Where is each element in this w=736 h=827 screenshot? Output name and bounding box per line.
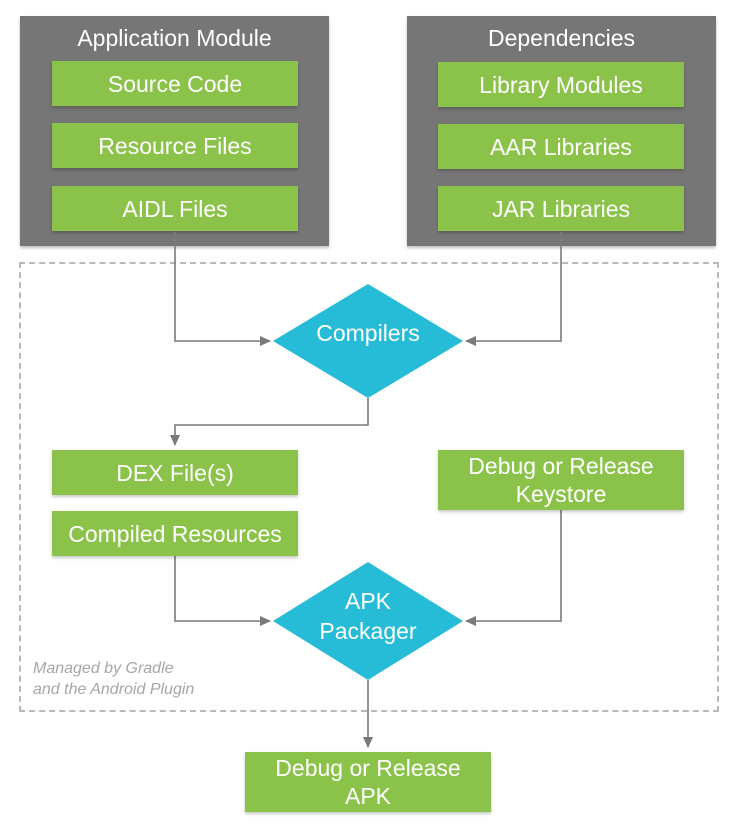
- managed-by-gradle-label: Managed by Gradle and the Android Plugin: [33, 658, 293, 700]
- jar-libraries-box: JAR Libraries: [438, 186, 684, 231]
- keystore-box: Debug or Release Keystore: [438, 450, 684, 510]
- aar-libraries-box: AAR Libraries: [438, 124, 684, 169]
- dex-files-box: DEX File(s): [52, 450, 298, 495]
- arrow-compilers-to-dex: [170, 398, 369, 446]
- library-modules-box: Library Modules: [438, 62, 684, 107]
- apk-packager-line1: APK: [344, 588, 392, 614]
- final-apk-line1: Debug or Release: [275, 755, 461, 781]
- apk-packager-line2: Packager: [319, 618, 417, 644]
- arrow-keystore-to-packager: [465, 510, 562, 626]
- managed-label-line1: Managed by Gradle: [33, 660, 174, 677]
- aidl-files-box: AIDL Files: [52, 186, 298, 231]
- keystore-line2: Keystore: [515, 481, 607, 507]
- keystore-line1: Debug or Release: [468, 453, 654, 479]
- apk-packager-diamond: [273, 562, 463, 680]
- source-code-box: Source Code: [52, 61, 298, 106]
- application-module-title: Application Module: [77, 25, 272, 51]
- dependencies-title: Dependencies: [487, 25, 636, 51]
- managed-by-gradle-area: [19, 262, 719, 712]
- arrow-app-to-compilers: [174, 232, 271, 346]
- resource-files-box: Resource Files: [52, 123, 298, 168]
- final-apk-line2: APK: [344, 783, 392, 809]
- arrow-deps-to-compilers: [465, 232, 562, 346]
- compiled-resources-box: Compiled Resources: [52, 511, 298, 556]
- compilers-label: Compilers: [316, 320, 420, 346]
- apk-packager-label: APK Packager: [288, 586, 448, 646]
- final-apk-box: Debug or Release APK: [245, 752, 491, 812]
- managed-label-line2: and the Android Plugin: [33, 681, 195, 698]
- compilers-diamond: [273, 284, 463, 398]
- arrow-resources-to-packager: [174, 556, 271, 626]
